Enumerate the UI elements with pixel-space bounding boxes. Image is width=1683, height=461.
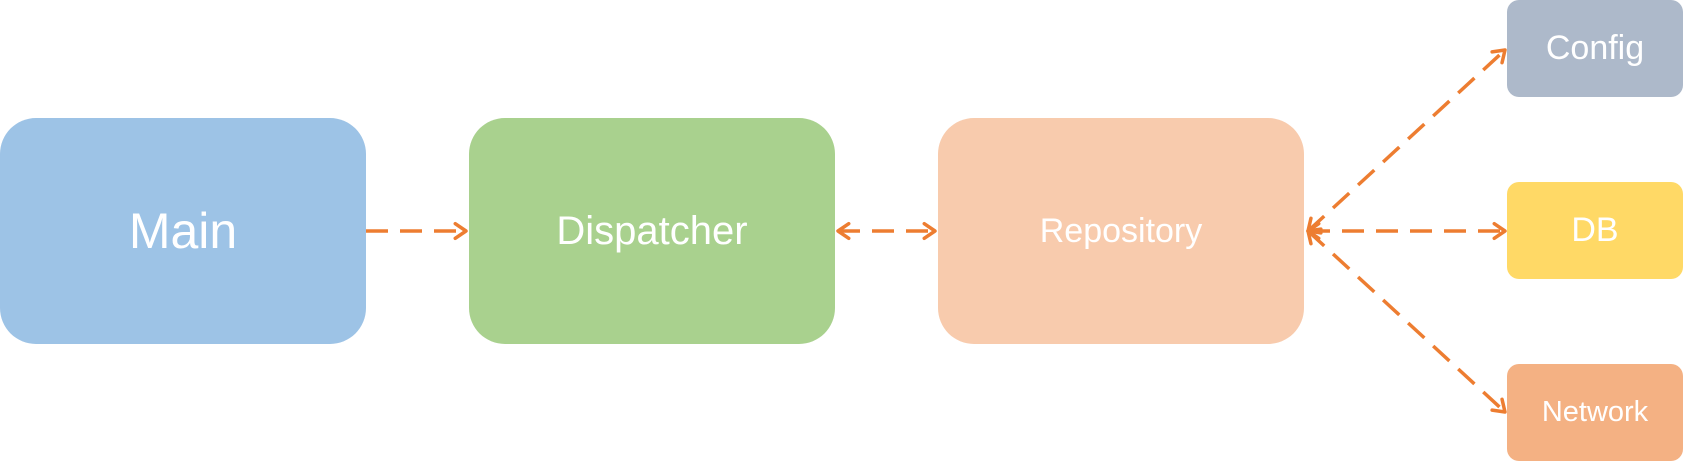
repository-node-label: Repository [1039, 211, 1203, 250]
arrowhead-repository-end [922, 221, 937, 241]
main-node-label: Main [128, 203, 238, 259]
main-node: Main [0, 118, 366, 344]
arrowhead-dispatcher-end [836, 221, 851, 241]
arrowhead-network-end [1490, 397, 1507, 414]
db-node-label: DB [1571, 211, 1619, 249]
network-node-label: Network [1541, 396, 1649, 428]
dispatcher-node-label: Dispatcher [556, 208, 748, 253]
arrowhead-db-end [1492, 221, 1507, 241]
arrowhead-repository-end [1306, 229, 1323, 246]
dispatcher-node: Dispatcher [469, 118, 835, 344]
edge-repository-network [1306, 229, 1507, 414]
arrowhead-config-end [1490, 48, 1507, 65]
db-node: DB [1507, 182, 1683, 279]
network-node: Network [1507, 364, 1683, 461]
arrowhead-dispatcher-end [453, 221, 468, 241]
edge-repository-config [1306, 48, 1507, 233]
config-node: Config [1507, 0, 1683, 97]
repository-node: Repository [938, 118, 1304, 344]
config-node-label: Config [1545, 29, 1645, 67]
